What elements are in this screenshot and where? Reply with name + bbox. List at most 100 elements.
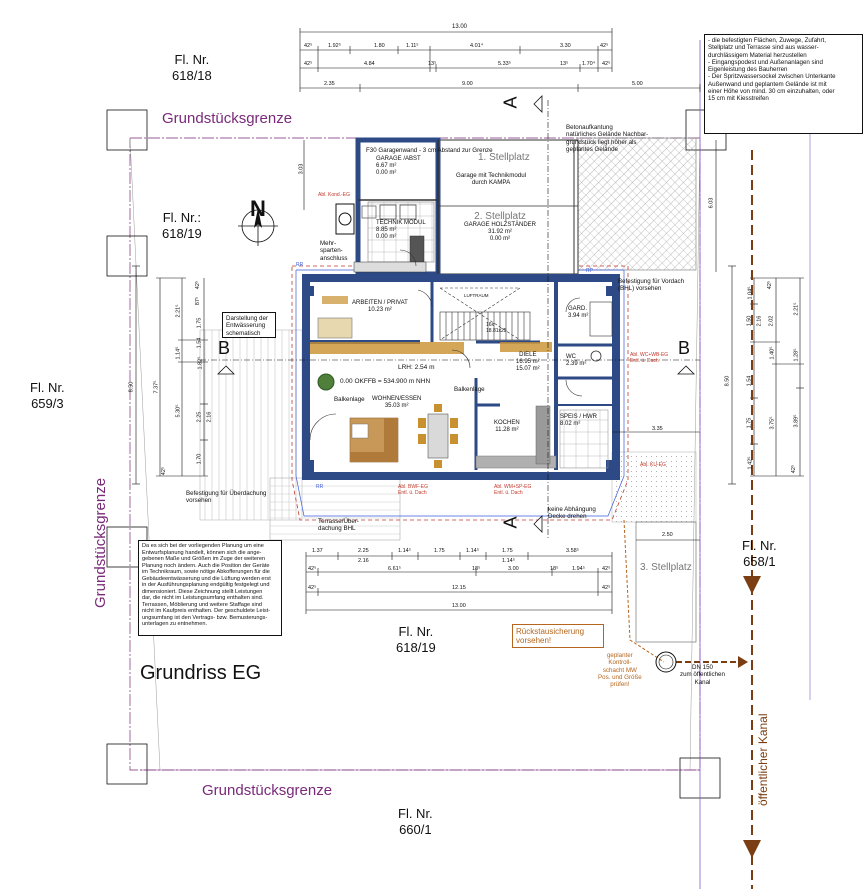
- toilet-icon: [590, 350, 602, 362]
- dim-left-c4-2: 1.75: [196, 317, 203, 329]
- note-inspection-shaft: geplanter Kontroll- schacht MW Pos. und …: [598, 652, 642, 689]
- note-abl-ku: Abl. KU-EG: [640, 462, 666, 468]
- dimension-chains-left: [132, 140, 305, 485]
- dim-top-r2-6: 42⁵: [602, 61, 611, 67]
- dim-right-603: 6.03: [708, 197, 715, 209]
- note-garage-wall: F30 Garagenwand - 3 cm Abstand zur Grenz…: [366, 147, 493, 154]
- dim-bot-r2-5: 1.94⁵: [572, 566, 585, 572]
- dim-top-r2-1: 4.84: [364, 61, 375, 67]
- rr-mark-1: RR: [296, 262, 304, 268]
- north-label: N: [250, 196, 266, 221]
- plant-icon: [317, 373, 335, 391]
- room-stellplatz-1: 1. Stellplatz: [478, 152, 530, 163]
- door-swings: [309, 249, 583, 441]
- note-canopy: Befestigung für Vordach (BHL) vorsehen: [618, 278, 685, 293]
- dim-top-r2-0: 42⁵: [304, 61, 313, 67]
- dim-top-r1-0: 42⁵: [304, 43, 313, 49]
- dim-bot-r3-1: 12.15: [452, 585, 466, 591]
- dim-right-c2-1: 2.02: [768, 315, 775, 327]
- dim-right-outer: 8.50: [724, 375, 731, 387]
- boundary-label-top: Grundstücksgrenze: [162, 110, 293, 127]
- dim-right-c1-3: 1.75: [746, 417, 753, 429]
- parcel-label-660-1: Fl. Nr.660/1: [398, 806, 433, 837]
- public-canal: [743, 150, 761, 889]
- room-stellplatz-3: 3. Stellplatz: [640, 562, 692, 573]
- note-abl-bwf: Abl. BWF-EG Entl. ü. Dach: [398, 484, 429, 496]
- note-abl-wm: Abl. WM+SP-EG Entl. ü. Dach: [494, 484, 532, 496]
- note-backflow: Rückstausicherung vorsehen!: [512, 624, 604, 648]
- note-lrh: LRH: 2.54 m: [398, 364, 435, 371]
- note-okffb: 0.00 OKFFB = 534.900 m NHN: [340, 378, 431, 385]
- dim-top-total: 13.00: [452, 24, 468, 30]
- drain-connection: [623, 519, 748, 673]
- parcel-label-618-19-south: Fl. Nr.618/19: [396, 624, 436, 655]
- dimension-chains-top: [299, 28, 701, 92]
- dim-right-c2-2: 1.40⁵: [769, 346, 776, 360]
- section-mark-a-top: A: [500, 96, 521, 109]
- dim-top-r1-5: 3.30: [560, 43, 571, 49]
- dim-right-c3-2: 3.89⁵: [793, 414, 800, 428]
- section-mark-a-bottom: A: [500, 516, 521, 529]
- dim-bot-r2-3: 3.00: [508, 566, 519, 572]
- section-mark-b-right: B: [678, 338, 691, 358]
- dim-right-c1-4: 1.42⁵: [747, 456, 754, 470]
- drawing-title: Grundriss EG: [140, 662, 262, 684]
- dim-top-r1-4: 4.01⁴: [470, 43, 484, 49]
- dim-top-r2-4: 13⁵: [560, 61, 569, 67]
- dim-right-c1-2: 2.16: [756, 315, 763, 327]
- canal-label: öffentlicher Kanal: [756, 713, 770, 806]
- parcel-label-659-3: Fl. Nr.659/3: [30, 380, 65, 411]
- dim-bot-r2-2: 18⁵: [472, 566, 481, 572]
- dim-top-r1-3: 1.11⁵: [406, 43, 419, 49]
- dim-left-c4-1: 87⁵: [195, 296, 202, 306]
- dim-left-c4-6: 1.70: [196, 453, 203, 465]
- note-drainage: Darstellung der Entwässerung schematisch: [222, 312, 276, 338]
- dim-bot-r2-6: 42⁵: [602, 566, 611, 572]
- note-void: LUFTRAUM: [464, 293, 489, 298]
- dim-right-c3-0: 2.21⁵: [793, 302, 800, 316]
- room-stellplatz-2: 2. Stellplatz GARAGE HOLZSTÄNDER 31.92 m…: [464, 211, 537, 243]
- rp-mark: RP: [586, 268, 593, 274]
- dim-left-c4-5: 2.16: [206, 411, 213, 423]
- sideboard: [310, 342, 464, 354]
- note-beam-2: Balkenlage: [454, 386, 485, 393]
- dim-top-r3-2: 5.00: [632, 81, 643, 87]
- dim-right-c1-1: 1.50: [746, 315, 753, 327]
- dim-right-335: 3.35: [652, 426, 663, 432]
- dim-left-c4-0: 42⁵: [195, 280, 202, 290]
- dim-bot-r3-0: 42⁵: [308, 585, 317, 591]
- gravel-area-right: [611, 451, 697, 523]
- dimension-chains-right: [612, 140, 804, 541]
- dim-top-r1-2: 1.80: [374, 43, 385, 49]
- terrace-deck: [199, 329, 401, 541]
- heat-pump-icon: [335, 203, 355, 235]
- dim-bot-r1-5: 1.75: [502, 548, 513, 554]
- note-stairs: 16x 18.81x25: [486, 322, 507, 334]
- dim-right-c1-0: 1.04⁵: [747, 286, 754, 300]
- rr-mark-2: RR: [316, 484, 324, 490]
- dimension-chains-bottom: [305, 552, 613, 614]
- dim-left-c4-7: 42⁵: [161, 466, 168, 476]
- parcel-label-618-19-north: Fl. Nr.:618/19: [162, 210, 202, 241]
- staircase: [439, 287, 531, 341]
- dim-right-250: 2.50: [662, 532, 673, 538]
- note-beam-1: Balkenlage: [334, 396, 365, 403]
- section-mark-b-left: B: [218, 338, 231, 358]
- dim-left-mid: 7.37⁵: [153, 380, 160, 394]
- dim-bot-r3-2: 42⁵: [602, 585, 611, 591]
- dim-left-c3-3: 5.30⁵: [175, 404, 182, 418]
- room-garderobe: GARD.3.94 m²: [568, 306, 589, 319]
- parcel-label-658-1: Fl. Nr.658/1: [742, 538, 777, 569]
- dim-top-r2-2: 13⁵: [428, 61, 437, 67]
- dim-bot-total: 13.00: [452, 603, 466, 609]
- note-abl-kond: Abl. Kond.-EG: [318, 192, 350, 198]
- note-dn150: DN 150 zum öffentlichen Kanal: [680, 664, 725, 686]
- sofa: [349, 417, 399, 463]
